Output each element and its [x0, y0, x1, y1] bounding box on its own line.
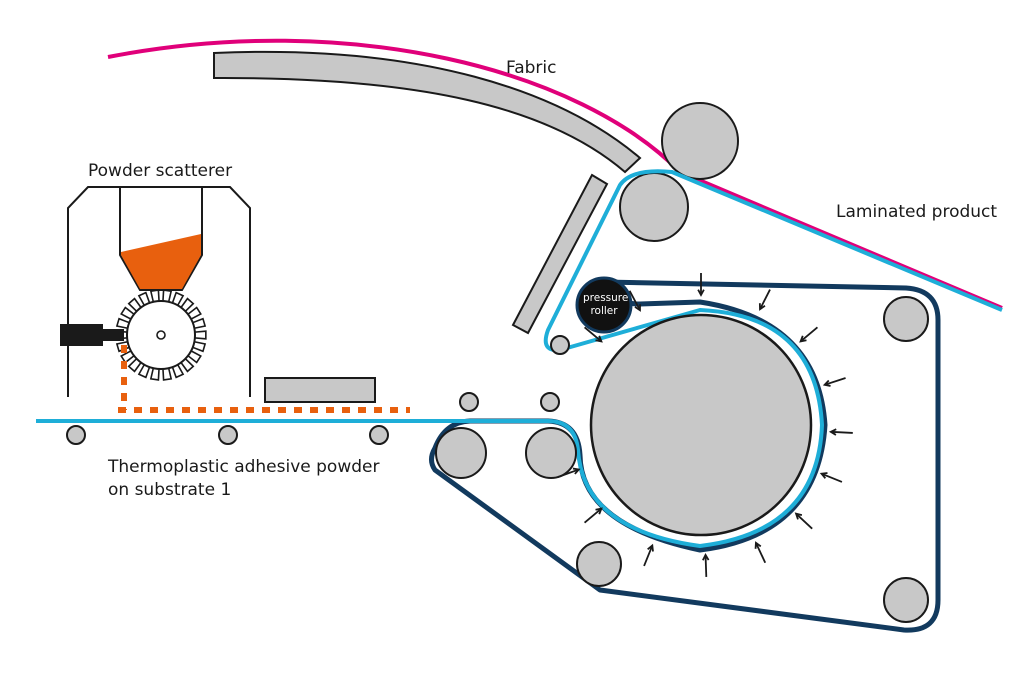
pressure-arrow-shaft: [704, 554, 708, 577]
powder-scatterer-label: Powder scatterer: [88, 161, 233, 181]
pressure-arrow-shaft: [628, 290, 641, 311]
fabric-label: Fabric: [506, 58, 557, 78]
adhesive-label-line2: on substrate 1: [108, 480, 232, 500]
belt-roller-entry-right: [525, 427, 577, 479]
pressure-arrow-head: [697, 289, 705, 297]
belt-roller-entry-left: [435, 427, 487, 479]
pressure-arrow-shaft: [821, 472, 843, 483]
pressure-arrow-shaft: [583, 326, 602, 343]
pressure-arrow-head: [819, 472, 828, 479]
pressure-arrow-head: [572, 467, 581, 475]
hopper: [119, 187, 203, 291]
diagonal-guide-plate: [511, 173, 609, 335]
pressure-arrow-head: [595, 507, 603, 515]
pressure-roller: [575, 276, 633, 334]
pressure-arrow-head: [647, 543, 654, 552]
small-roller-1: [459, 392, 479, 412]
support-roller-3: [369, 425, 389, 445]
upper-nip-roller: [661, 102, 739, 180]
pressure-arrow-shaft: [795, 513, 813, 530]
small-roller-2: [540, 392, 560, 412]
pressure-arrow-shaft: [557, 468, 580, 478]
pressure-arrow-head: [758, 303, 766, 311]
pressure-arrow-head: [595, 335, 603, 343]
support-roller-2: [218, 425, 238, 445]
pressure-arrows: [557, 273, 853, 577]
scatter-roller-axle: [156, 330, 166, 340]
pressure-arrow-shaft: [759, 289, 771, 310]
pressure-arrow-head: [754, 541, 762, 549]
pressure-arrow-head: [828, 428, 837, 436]
pressure-arrow-head: [702, 553, 710, 561]
pressure-arrow-head: [799, 335, 807, 343]
pressure-arrow-head: [634, 304, 641, 312]
hopper-powder: [121, 234, 201, 289]
belt-roller-bottom-right: [883, 577, 929, 623]
pressure-roller-label-1: pressure: [583, 292, 629, 304]
pressure-arrow-shaft: [824, 377, 846, 386]
pressure-arrow-shaft: [755, 542, 767, 564]
substrate-line: [36, 169, 1003, 548]
belt-roller-bottom-left: [576, 541, 622, 587]
lower-nip-roller: [619, 172, 689, 242]
support-roller-1: [66, 425, 86, 445]
pressure-arrow-head: [794, 512, 803, 520]
fabric-line: [107, 38, 1003, 310]
curved-guide-plate: [213, 50, 642, 174]
pressure-arrow-shaft: [830, 430, 853, 434]
adhesive-label-line1: Thermoplastic adhesive powder: [108, 457, 380, 477]
heater-plate: [264, 377, 376, 403]
scatter-roller-tooth: [194, 330, 207, 340]
scatterer-motor: [60, 324, 103, 346]
belt-roller-top-right: [883, 296, 929, 342]
scatter-roller: [115, 289, 207, 381]
motor-shaft: [102, 329, 124, 341]
laminated-product-label: Laminated product: [836, 202, 998, 222]
small-guide-roller: [550, 335, 570, 355]
pressure-roller-label-2: roller: [590, 305, 618, 317]
pressure-arrow-shaft: [643, 545, 654, 567]
pressure-arrow-shaft: [583, 507, 602, 524]
pressure-arrow-head: [822, 379, 831, 387]
heated-drum: [589, 313, 813, 537]
pressure-arrow-shaft: [800, 326, 819, 343]
